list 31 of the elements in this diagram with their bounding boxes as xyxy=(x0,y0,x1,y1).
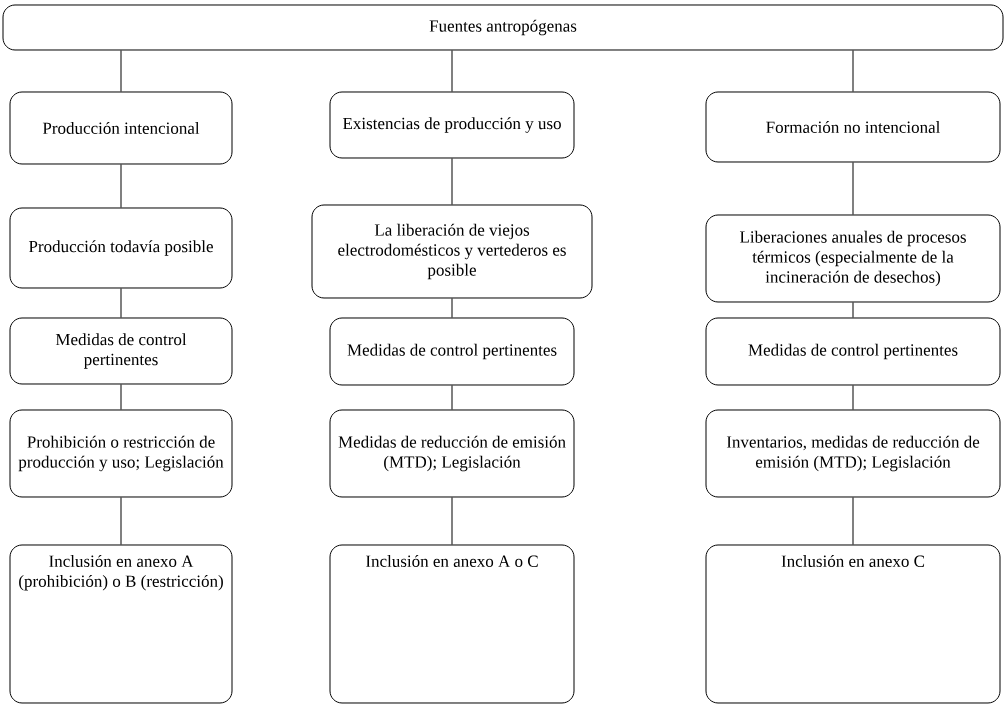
process-box: Inclusión en anexo A (prohibición) o B (restricción) xyxy=(9,544,233,704)
connector-line xyxy=(451,158,453,205)
connector-line xyxy=(852,50,854,92)
process-box: Inclusión en anexo A o C xyxy=(329,544,575,704)
process-box: Prohibición o restricción de producción y uso; Legislación xyxy=(9,409,233,498)
process-box: Formación no intencional xyxy=(705,91,1001,163)
process-box: Medidas de control pertinentes xyxy=(9,317,233,385)
process-box: Existencias de producción y uso xyxy=(329,91,575,159)
connector-line xyxy=(852,497,854,545)
connector-line xyxy=(451,298,453,318)
process-box: Inclusión en anexo C xyxy=(705,544,1001,704)
connector-line xyxy=(852,162,854,215)
connector-line xyxy=(451,497,453,545)
connector-line xyxy=(451,50,453,92)
title-box: Fuentes antropógenas xyxy=(2,4,1004,51)
process-box: Medidas de control pertinentes xyxy=(329,317,575,386)
connector-line xyxy=(120,384,122,410)
process-box: Medidas de reducción de emisión (MTD); Legislación xyxy=(329,409,575,498)
process-box: Medidas de control pertinentes xyxy=(705,317,1001,386)
connector-line xyxy=(852,385,854,410)
process-box: Producción todavía posible xyxy=(9,207,233,289)
process-box: Producción intencional xyxy=(9,91,233,165)
connector-line xyxy=(120,497,122,545)
connector-line xyxy=(852,302,854,318)
connector-line xyxy=(120,50,122,92)
connector-line xyxy=(120,164,122,208)
process-box: Inventarios, medidas de reducción de emisión (MTD); Legislación xyxy=(705,409,1001,498)
process-box: Liberaciones anuales de procesos térmicos (especialmente de la incineración de desechos) xyxy=(705,214,1001,303)
connector-line xyxy=(120,288,122,318)
connector-line xyxy=(451,385,453,410)
process-box: La liberación de viejos electrodomésticos y vertederos es posible xyxy=(311,204,593,299)
